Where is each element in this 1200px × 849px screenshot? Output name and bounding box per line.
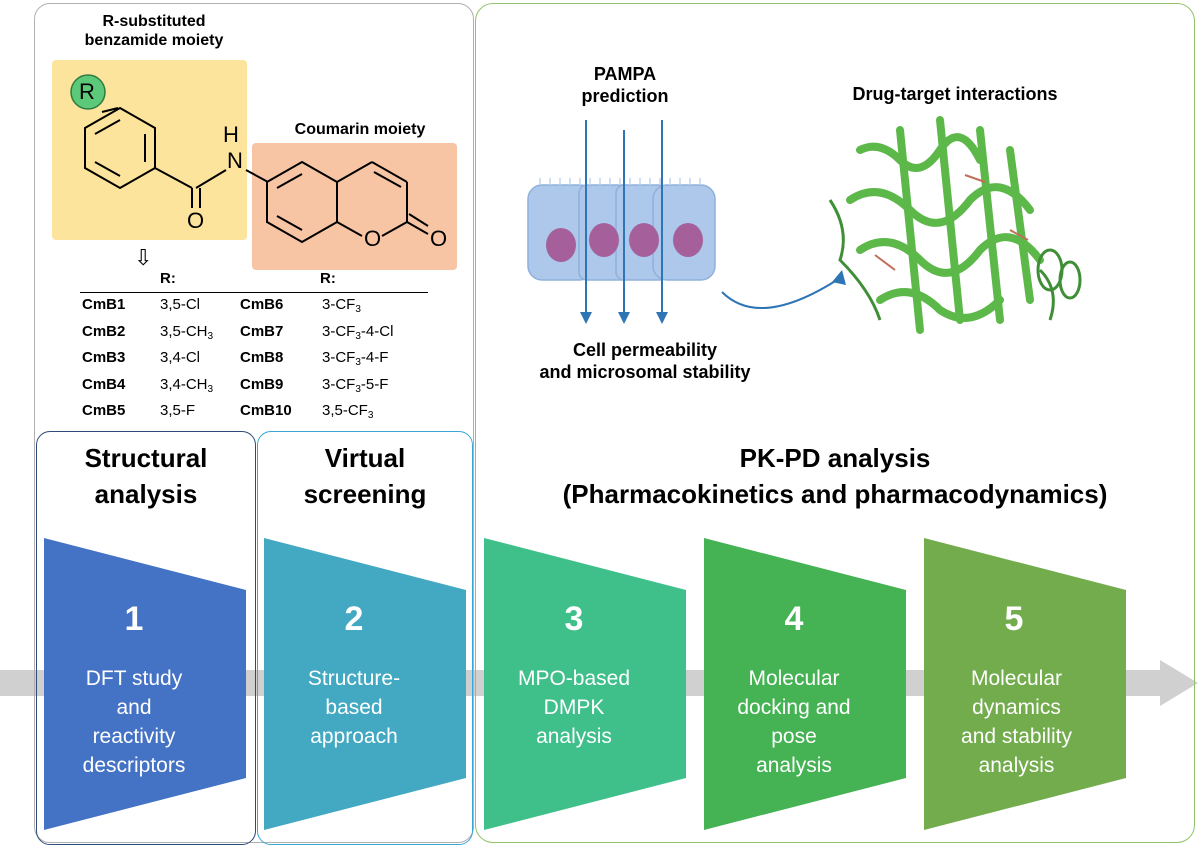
pkpd-analysis-title: PK-PD analysis (Pharmacokinetics and pha… [562, 443, 1108, 509]
compound-id: CmB8 [240, 349, 284, 366]
structural-analysis-title: Structural analysis [84, 443, 208, 509]
step-1-number: 1 [124, 600, 144, 638]
cell-permeability-label: Cell permeability and microsomal stabili… [539, 340, 751, 382]
table-row: CmB1 3,5-Cl CmB6 3-CF3 [82, 294, 427, 321]
substituent: 3,4-CH3 [160, 375, 214, 395]
structure-panel [34, 3, 474, 843]
step-3-number: 3 [564, 600, 584, 638]
step-2-shape [264, 538, 466, 830]
step-1-shape [44, 538, 246, 830]
step-3-shape [484, 538, 686, 830]
atom-O-lactone: O [430, 226, 448, 251]
compound-id: CmB1 [82, 296, 126, 313]
pkpd-panel [475, 3, 1195, 843]
protein-structure-icon [828, 116, 1082, 334]
atom-O-carbonyl: O [187, 208, 205, 233]
table-row: CmB3 3,4-Cl CmB8 3-CF3-4-F [82, 347, 427, 374]
substituent: 3,5-CH3 [160, 322, 214, 342]
atom-H: H [223, 122, 239, 147]
substituent: 3,5-F [160, 402, 196, 419]
compound-id: CmB6 [240, 296, 284, 313]
coumarin-label: Coumarin moiety [294, 121, 426, 138]
table-row: CmB2 3,5-CH3 CmB7 3-CF3-4-Cl [82, 321, 427, 348]
table-row: CmB5 3,5-F CmB10 3,5-CF3 [82, 400, 427, 427]
step-4-number: 4 [784, 600, 804, 638]
substituent: 3,5-CF3 [322, 402, 374, 421]
drug-target-label: Drug-target interactions [852, 84, 1058, 104]
substituent: 3-CF3 [322, 296, 361, 315]
compound-id: CmB5 [82, 402, 126, 419]
substituent-table: CmB1 3,5-Cl CmB6 3-CF3 CmB2 3,5-CH3 CmB7… [82, 294, 427, 427]
down-arrow-icon: ⇩ [134, 245, 153, 270]
compound-id: CmB4 [82, 375, 126, 393]
substituent: 3-CF3-4-F [322, 349, 389, 368]
substituent: 3,5-Cl [160, 296, 201, 313]
compound-id: CmB2 [82, 322, 126, 340]
substituent: 3-CF3-4-Cl [322, 322, 394, 342]
atom-N: N [227, 148, 243, 173]
compound-id: CmB7 [240, 322, 284, 340]
structural-analysis-box [36, 431, 256, 845]
chemical-structure [52, 60, 457, 270]
substituent: 3,4-Cl [160, 349, 201, 366]
table-row: CmB4 3,4-CH3 CmB9 3-CF3-5-F [82, 374, 427, 401]
substituent: 3-CF3-5-F [322, 375, 389, 395]
cell-membrane-illustration [527, 120, 846, 324]
step-4-shape [704, 538, 906, 830]
step-5-shape [924, 538, 1126, 830]
benzamide-label: R-substituted benzamide moiety [84, 13, 224, 50]
atom-R: R [79, 79, 95, 104]
step-2-number: 2 [344, 600, 364, 638]
table-header-rule [80, 292, 428, 293]
step-5-number: 5 [1004, 600, 1024, 638]
pampa-label: PAMPA prediction [581, 64, 669, 106]
compound-id: CmB9 [240, 375, 284, 393]
table-header-r-left: R: [160, 270, 176, 287]
virtual-screening-box [257, 431, 473, 845]
atom-O-ring: O [364, 226, 382, 251]
virtual-screening-title: Virtual screening [303, 443, 427, 509]
table-header-r-right: R: [320, 270, 336, 287]
compound-id: CmB3 [82, 349, 126, 366]
compound-id: CmB10 [240, 402, 292, 419]
